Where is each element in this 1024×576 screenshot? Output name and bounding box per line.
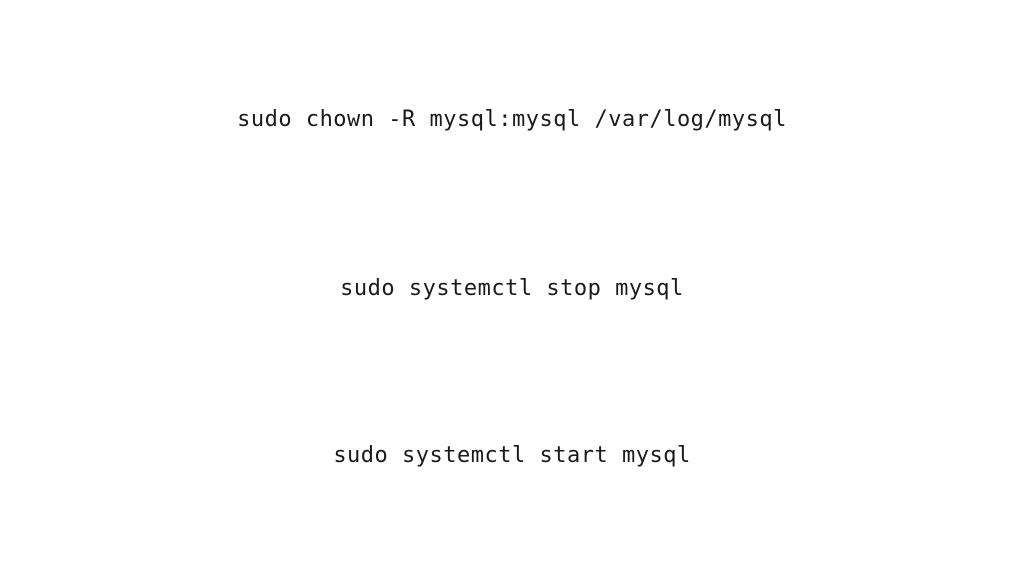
- command-chown: sudo chown -R mysql:mysql /var/log/mysql: [237, 107, 787, 132]
- command-systemctl-start: sudo systemctl start mysql: [333, 443, 691, 468]
- command-systemctl-stop: sudo systemctl stop mysql: [340, 276, 684, 301]
